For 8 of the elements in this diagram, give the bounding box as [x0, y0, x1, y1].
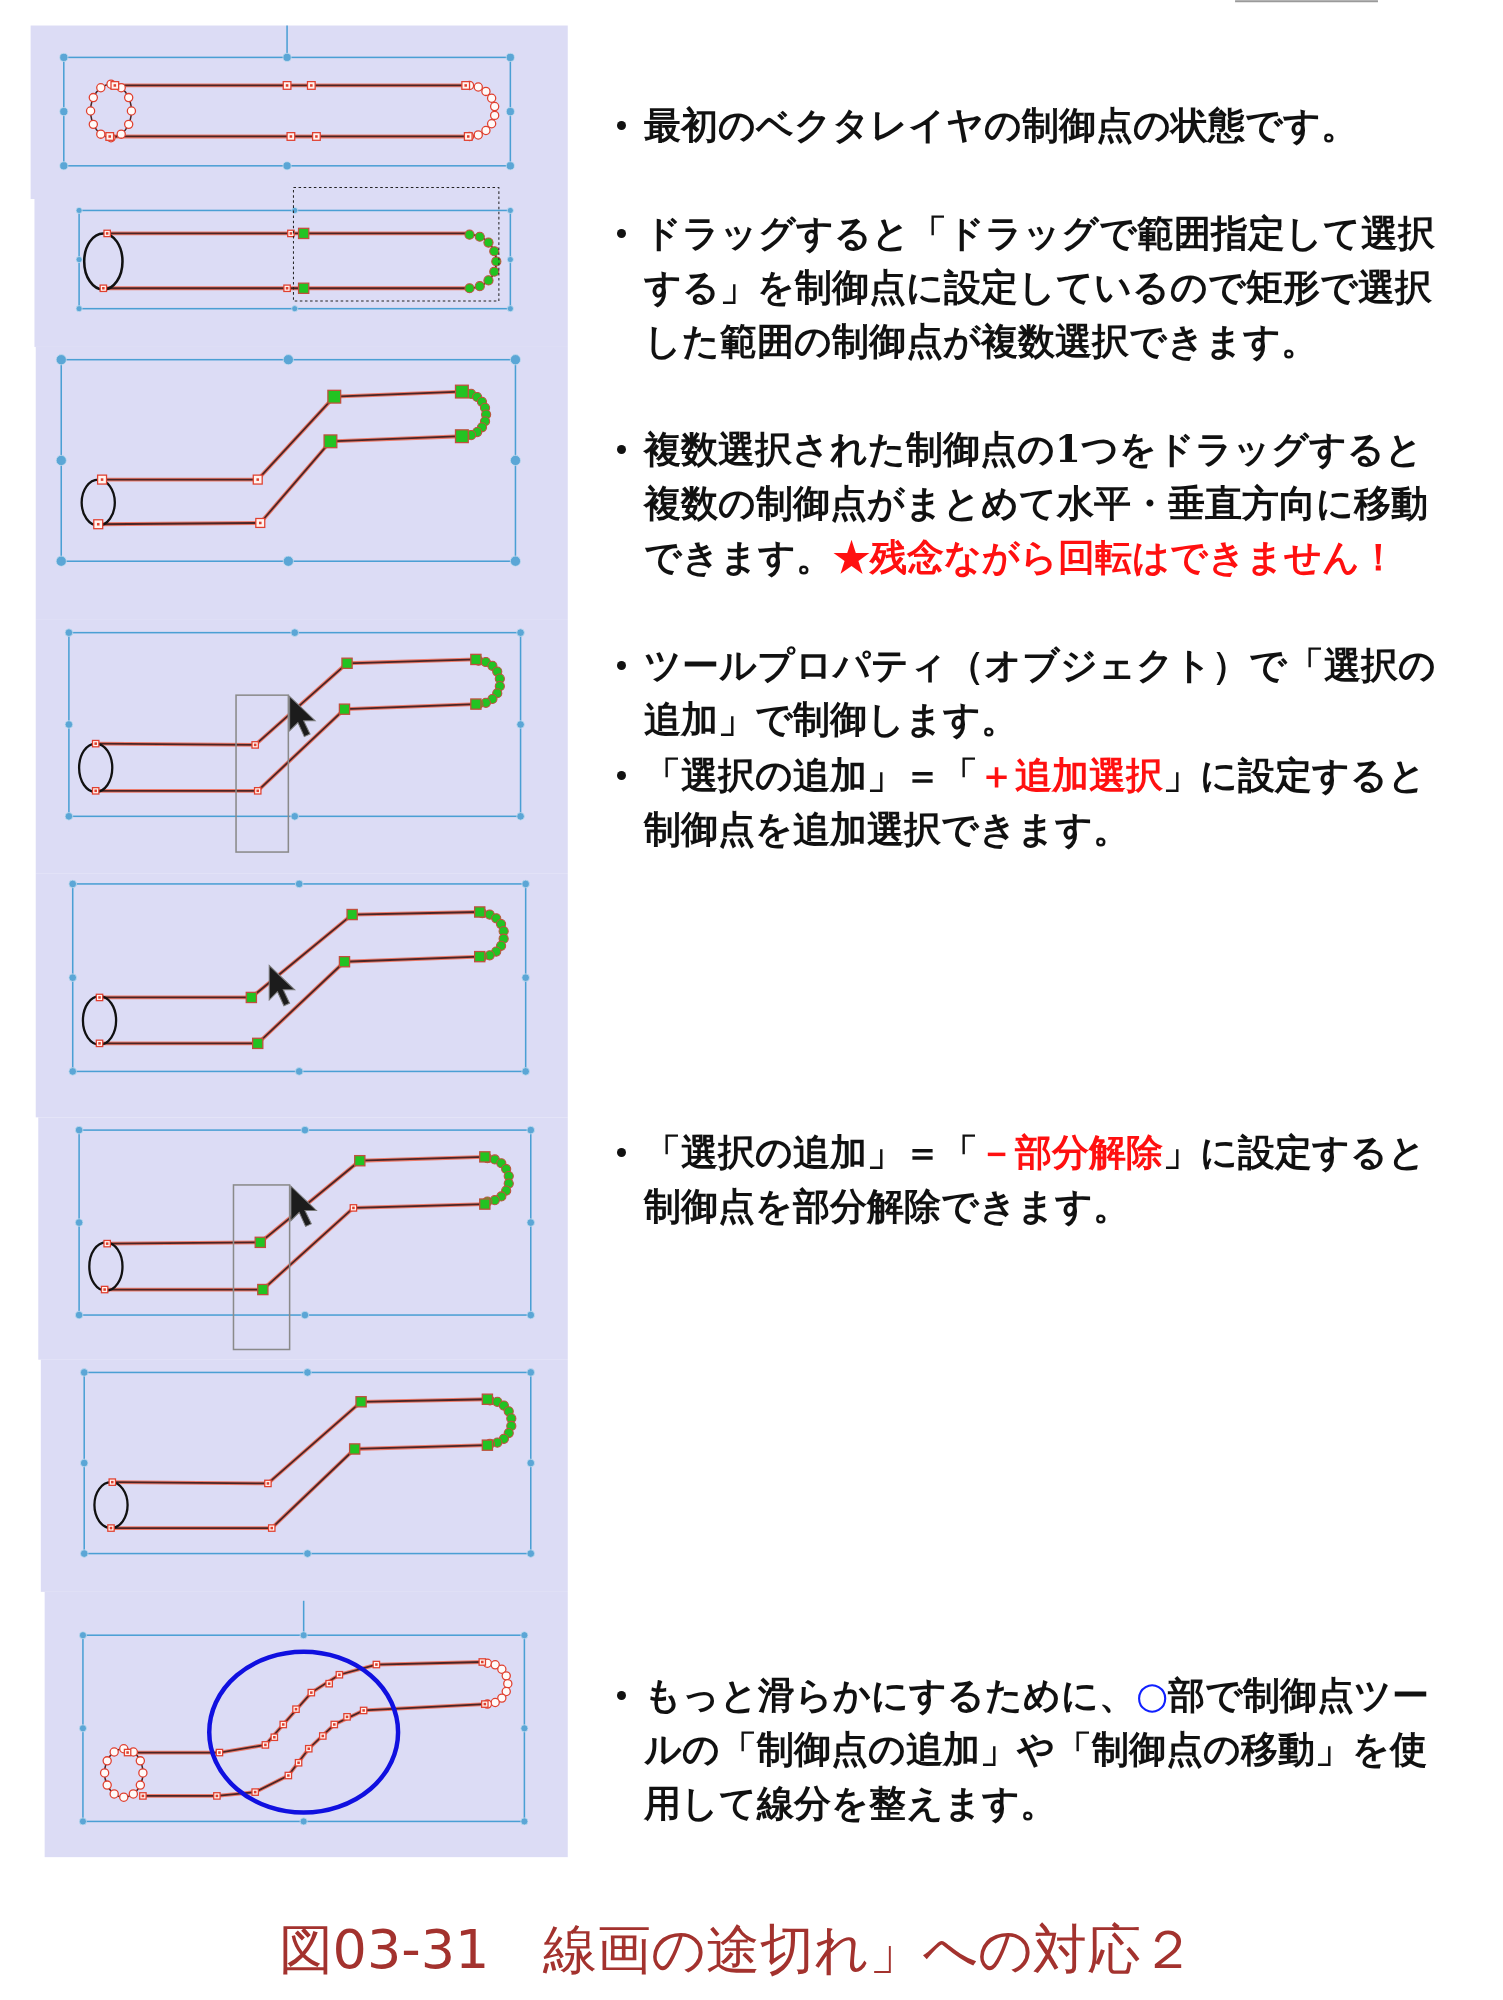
description-text: 最初のベクタレイヤの制御点の状態です。	[644, 102, 1359, 149]
description-text: 複数選択された制御点の1つをドラッグすると複数の制御点がまとめて水平・垂直方向に移動できます。★残念ながら回転はできません！	[644, 426, 1429, 581]
description-text: もっと滑らかにするために、○部で制御点ツールの「制御点の追加」や「制御点の移動」を使用して線分を整えます。	[644, 1672, 1431, 1827]
description-text: ドラッグすると「ドラッグで範囲指定して選択する」を制御点に設定しているので矩形で選択した範囲の制御点が複数選択できます。	[644, 210, 1436, 365]
description-text: 「選択の追加」＝「＋追加選択」に設定すると制御点を追加選択できます。	[644, 752, 1427, 853]
figure-caption: 図03-31 線画の途切れ」への対応２	[278, 1918, 1196, 1982]
description-text: 「選択の追加」＝「－部分解除」に設定すると制御点を部分解除できます。	[644, 1129, 1427, 1230]
description-text: ツールプロパティ（オブジェクト）で「選択の追加」で制御します。	[644, 642, 1437, 743]
